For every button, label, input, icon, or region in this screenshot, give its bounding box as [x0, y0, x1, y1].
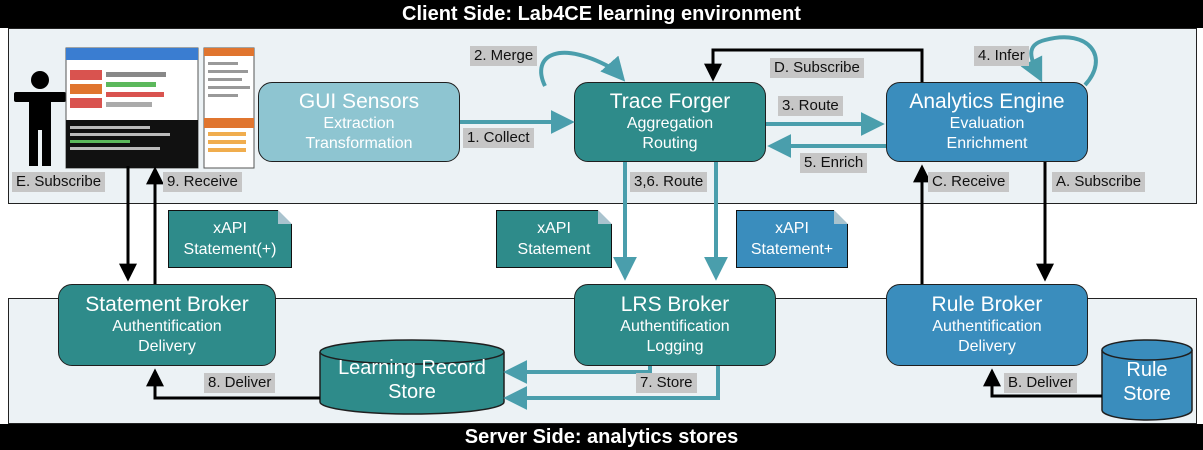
document-fold-icon	[598, 210, 612, 224]
trace-forger-line2: Routing	[642, 135, 698, 152]
statement-broker-line2: Delivery	[138, 338, 196, 355]
label-deliver-8: 8. Deliver	[204, 373, 276, 393]
client-side-title: Client Side: Lab4CE learning environment	[0, 0, 1203, 28]
statement-broker-line1: Authentification	[112, 318, 222, 335]
xapi-document-statement: xAPI Statement	[496, 210, 612, 268]
label-subscribe-e: E. Subscribe	[12, 172, 106, 192]
label-enrich: 5. Enrich	[800, 153, 868, 173]
lrs-store-line2: Store	[388, 381, 436, 403]
lrs-broker-line2: Logging	[646, 338, 704, 355]
label-deliver-b: B. Deliver	[1004, 373, 1078, 393]
doc1-line1: xAPI	[213, 220, 247, 237]
doc3-line2: Statement+	[750, 241, 834, 258]
rule-broker-line2: Delivery	[958, 338, 1016, 355]
doc2-line1: xAPI	[537, 220, 571, 237]
rule-broker-title: Rule Broker	[931, 293, 1043, 316]
trace-forger-line1: Aggregation	[626, 115, 714, 132]
analytics-engine-line1: Evaluation	[949, 115, 1025, 132]
analytics-engine-node: Analytics Engine Evaluation Enrichment	[886, 82, 1088, 162]
label-infer: 4. Infer	[974, 46, 1029, 66]
lrs-broker-title: LRS Broker	[620, 293, 730, 316]
rule-store-line1: Rule	[1126, 359, 1168, 381]
label-merge: 2. Merge	[470, 46, 538, 66]
xapi-document-statement-plus: xAPI Statement+	[736, 210, 848, 268]
lrs-store-label: Learning Record Store	[320, 356, 504, 404]
label-receive-c: C. Receive	[928, 172, 1010, 192]
label-subscribe-d: D. Subscribe	[770, 58, 864, 78]
gui-sensors-line1: Extraction	[323, 115, 395, 132]
rule-store-line2: Store	[1123, 383, 1171, 405]
statement-broker-node: Statement Broker Authentification Delive…	[58, 284, 276, 366]
rule-broker-node: Rule Broker Authentification Delivery	[886, 284, 1088, 366]
trace-forger-node: Trace Forger Aggregation Routing	[574, 82, 766, 162]
lrs-store-line1: Learning Record	[338, 357, 486, 379]
label-route36: 3,6. Route	[630, 172, 708, 192]
label-route: 3. Route	[778, 96, 843, 116]
label-subscribe-a: A. Subscribe	[1052, 172, 1146, 192]
gui-sensors-title: GUI Sensors	[298, 90, 420, 113]
rule-broker-line1: Authentification	[932, 318, 1042, 335]
trace-forger-title: Trace Forger	[609, 90, 731, 113]
rule-store-label: Rule Store	[1102, 358, 1192, 406]
label-store: 7. Store	[636, 373, 697, 393]
server-side-title: Server Side: analytics stores	[0, 424, 1203, 450]
document-fold-icon	[278, 210, 292, 224]
label-receive-9: 9. Receive	[163, 172, 242, 192]
doc2-line2: Statement	[517, 241, 591, 258]
document-fold-icon	[834, 210, 848, 224]
analytics-engine-title: Analytics Engine	[909, 90, 1065, 113]
doc1-line2: Statement(+)	[183, 241, 277, 258]
lrs-broker-node: LRS Broker Authentification Logging	[574, 284, 776, 366]
gui-sensors-node: GUI Sensors Extraction Transformation	[258, 82, 460, 162]
doc3-line1: xAPI	[775, 220, 809, 237]
gui-sensors-line2: Transformation	[305, 135, 413, 152]
lrs-broker-line1: Authentification	[620, 318, 730, 335]
label-collect: 1. Collect	[463, 128, 534, 148]
statement-broker-title: Statement Broker	[85, 293, 249, 316]
xapi-document-statement-plus-optional: xAPI Statement(+)	[168, 210, 292, 268]
analytics-engine-line2: Enrichment	[946, 135, 1028, 152]
